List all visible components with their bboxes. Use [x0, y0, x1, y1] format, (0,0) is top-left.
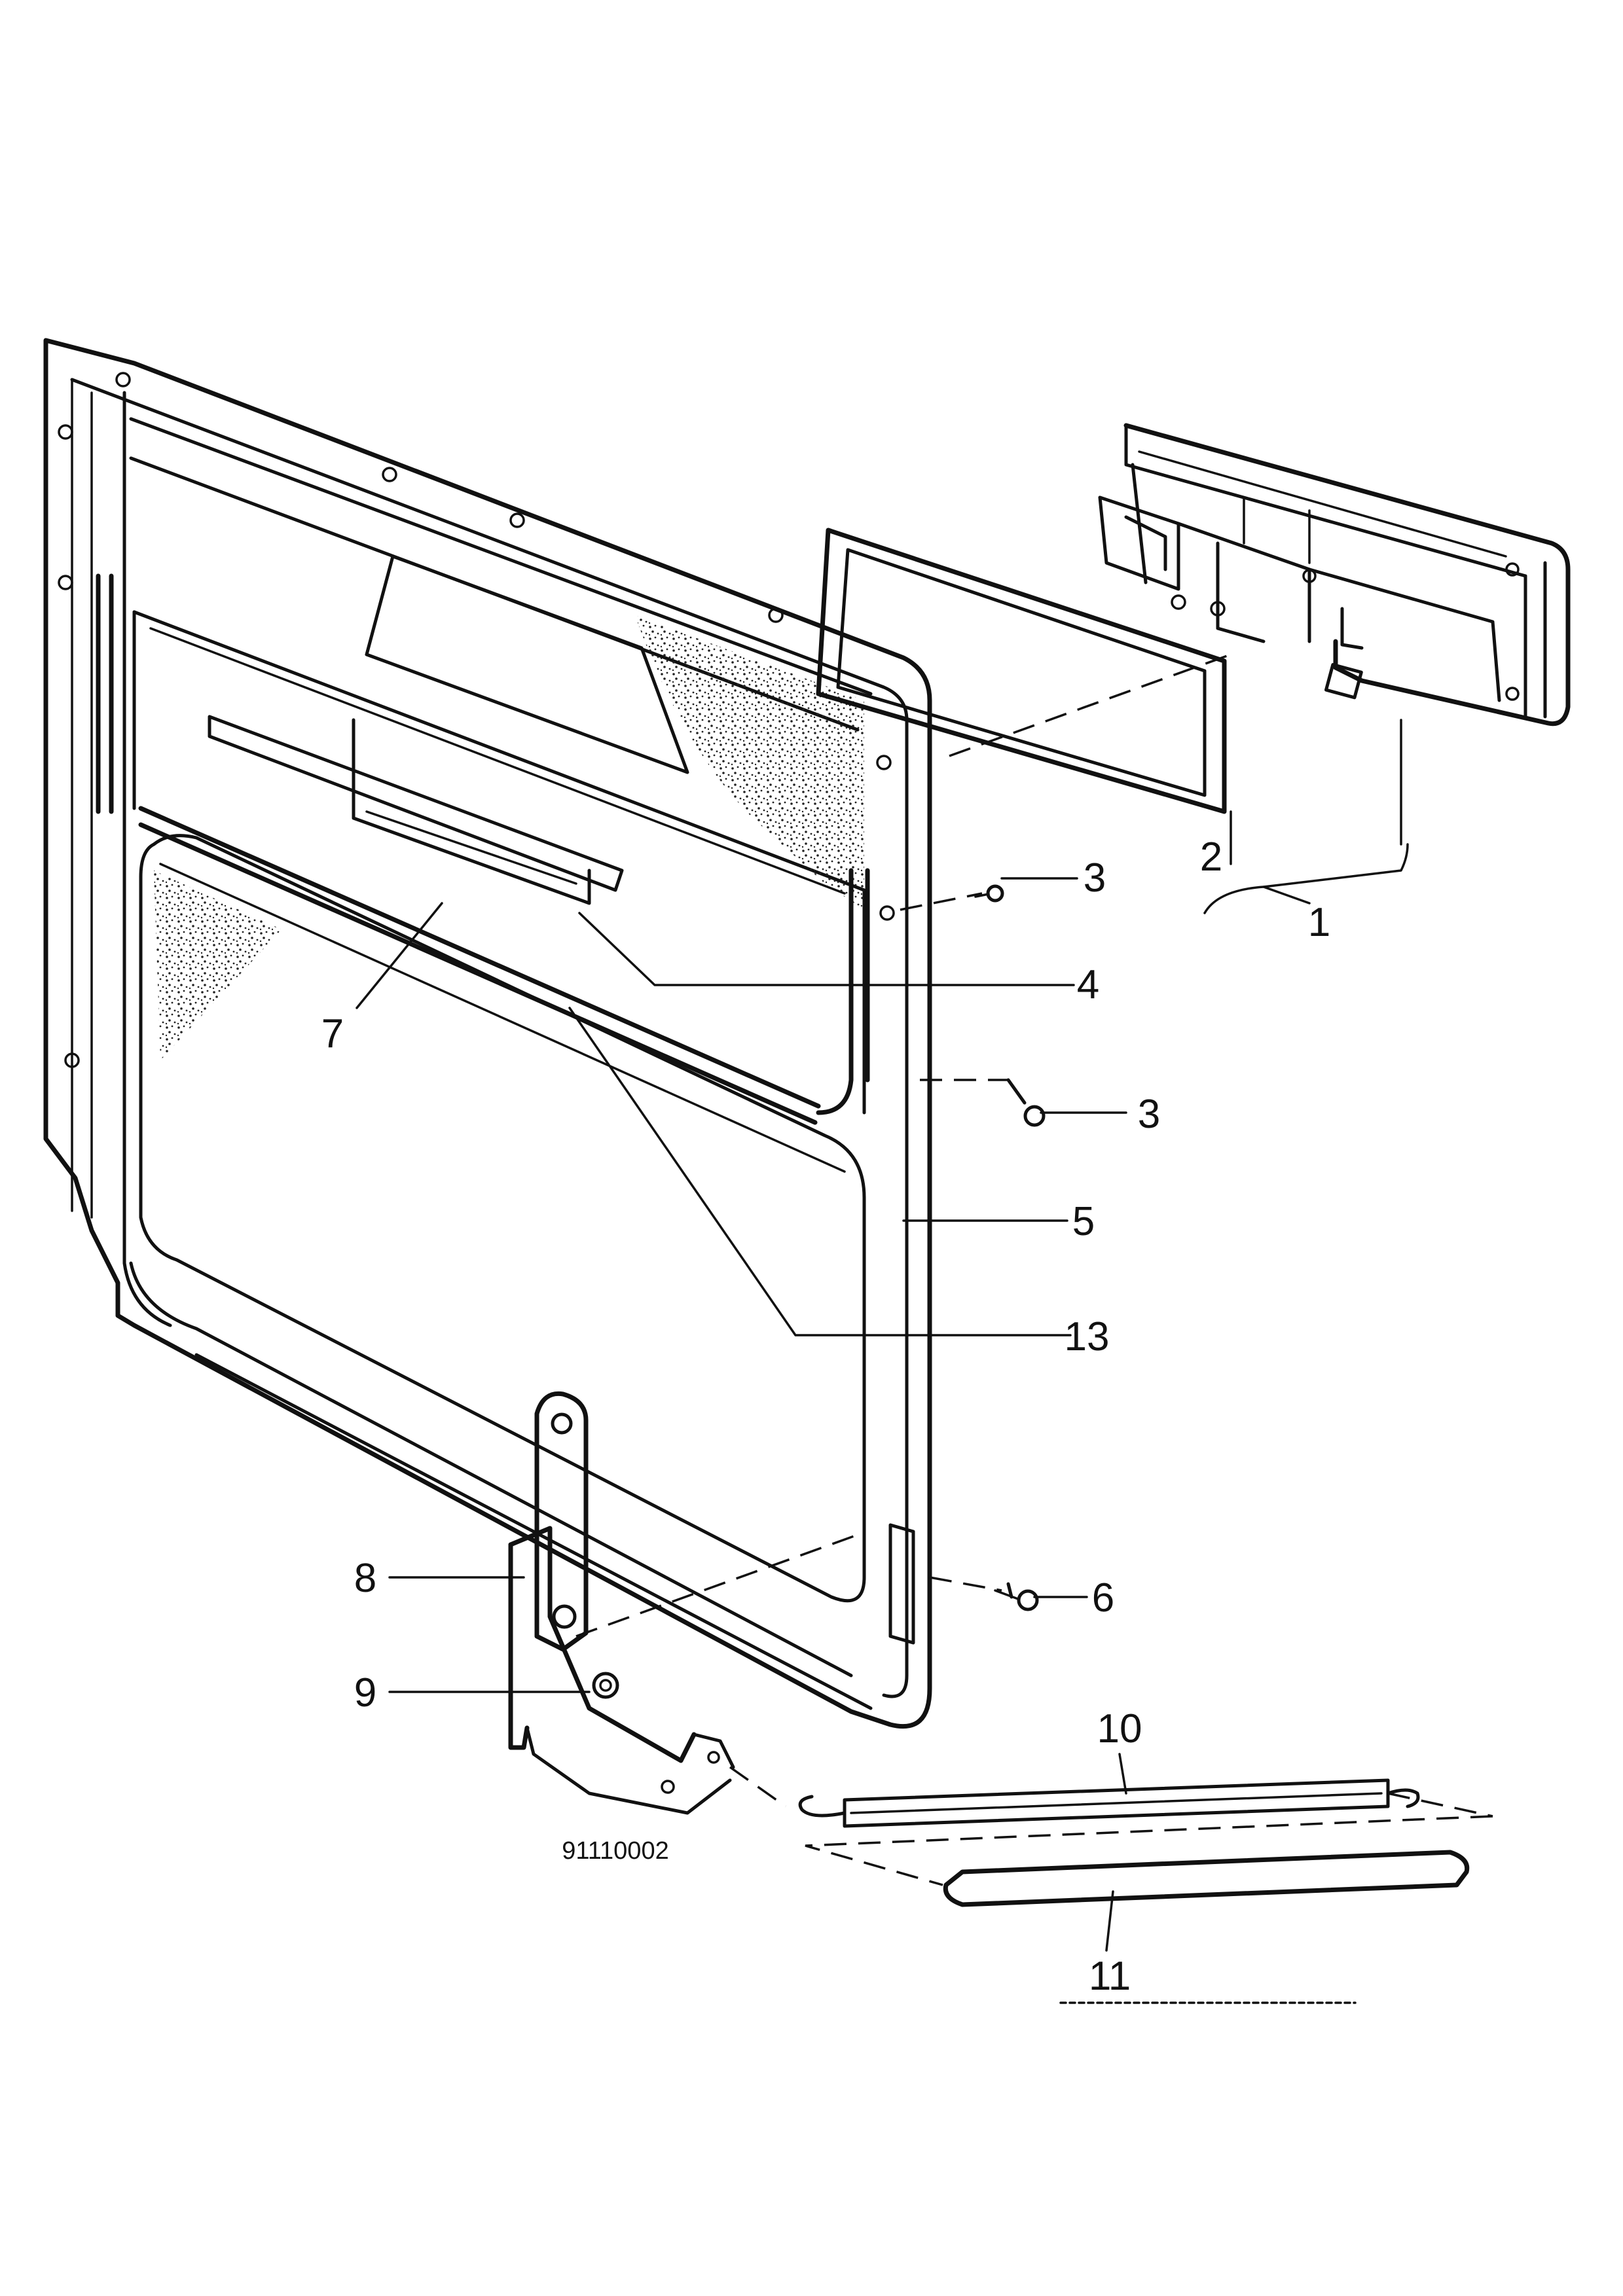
callouts: 2 1 3 4 3 5 13 7 6 8 9 10 11 91110002: [321, 834, 1330, 1999]
callout-2: 2: [1200, 834, 1222, 880]
callout-4: 4: [1077, 962, 1099, 1007]
drawing-number: 91110002: [562, 1837, 668, 1865]
callout-5: 5: [1072, 1199, 1095, 1244]
door-panel: [43, 338, 932, 1729]
callout-7: 7: [321, 1011, 344, 1056]
callout-11: 11: [1089, 1954, 1131, 1999]
callout-1: 1: [1308, 900, 1330, 945]
callout-8: 8: [354, 1556, 376, 1601]
assembly-guide-lines: [575, 653, 1231, 1638]
callout-13: 13: [1065, 1314, 1110, 1359]
callout-9: 9: [354, 1670, 376, 1715]
screws: [974, 884, 1046, 1611]
callout-3-lower: 3: [1138, 1092, 1160, 1137]
lock-assembly: [816, 423, 1571, 814]
callout-3-upper: 3: [1084, 855, 1106, 901]
hinge-assembly: [508, 1391, 1493, 1907]
leader-lines: [356, 719, 1409, 1952]
callout-6: 6: [1092, 1575, 1114, 1621]
callout-10: 10: [1097, 1706, 1142, 1751]
